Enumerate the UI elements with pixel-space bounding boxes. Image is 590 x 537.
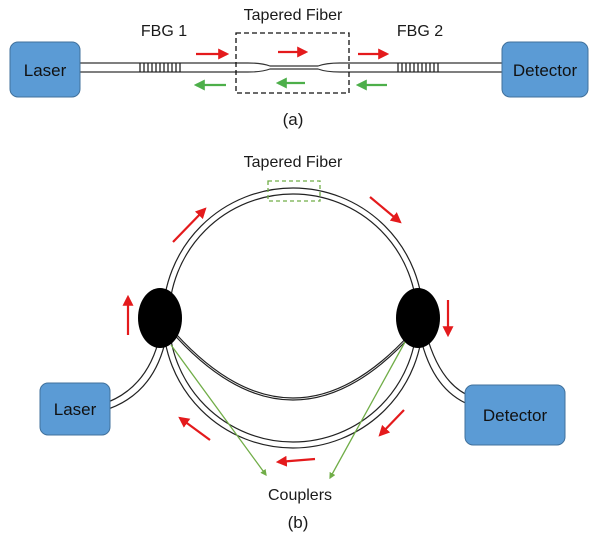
left-coupler-pointer [170,344,267,477]
fiber-ring [162,187,424,449]
tapered-fiber-label-a: Tapered Fiber [244,7,343,24]
ring-arrow-upper-left [172,207,207,243]
ring-direction-arrows [122,196,454,467]
couplers-label: Couplers [268,487,332,504]
forward-arrows-a [196,46,390,60]
laser-box-a: Laser [9,41,81,98]
laser-box-b: Laser [39,382,111,436]
ring-arrow-lower-right [378,409,405,437]
ring-arrow-lower-left [178,416,211,441]
detector-label-b: Detector [483,406,548,425]
right-coupler-pointer [329,341,406,480]
panel-a: Laser Detector FBG 1 Tapered Fiber FBG 2… [9,7,589,129]
tapered-region-box [235,32,350,94]
tapered-fiber-label-b: Tapered Fiber [244,154,343,171]
fbg2-grating [397,63,439,72]
ring-arrow-upper-right [369,196,402,224]
detector-label-a: Detector [513,61,578,80]
ring-arrow-bottom [275,455,316,467]
panel-b: Laser Detector Tapered Fiber Couplers (b… [39,154,566,532]
caption-a: (a) [283,110,304,129]
detector-box-a: Detector [501,41,589,98]
coupler-pointers [170,341,406,480]
fbg1-grating [139,63,181,72]
laser-label-a: Laser [24,61,67,80]
right-coupler [396,288,440,348]
linear-fiber [80,62,505,73]
fbg2-label: FBG 2 [397,23,443,40]
detector-box-b: Detector [464,384,566,446]
laser-label-b: Laser [54,400,97,419]
backward-arrows-a [193,77,387,91]
tapered-region-box-b [267,180,321,202]
fbg1-label: FBG 1 [141,23,187,40]
caption-b: (b) [288,513,309,532]
left-coupler [138,288,182,348]
